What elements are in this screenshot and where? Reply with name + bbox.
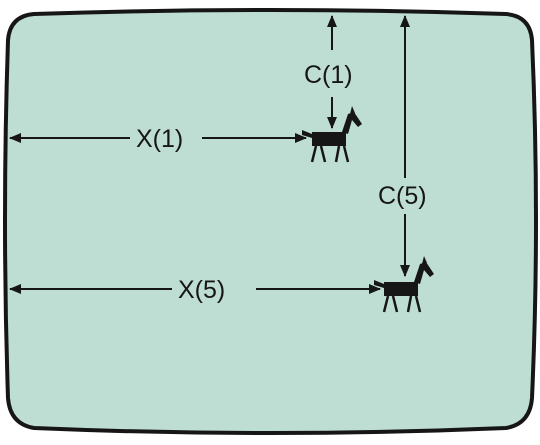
x5-label: X(5) (178, 276, 225, 304)
x1-label: X(1) (136, 125, 183, 153)
c5-label: C(5) (378, 182, 427, 210)
c1-label: C(1) (304, 61, 353, 89)
screen-frame (3, 8, 538, 435)
